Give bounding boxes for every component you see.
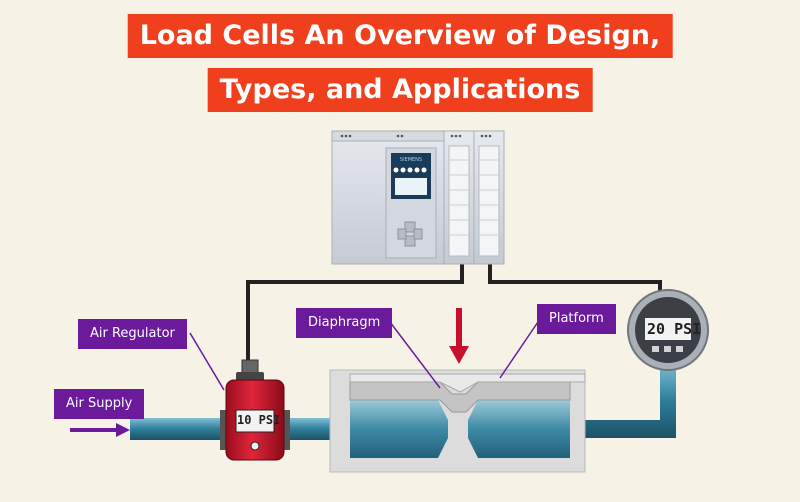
plc-dpad-icon (397, 221, 423, 247)
load-cell-chamber (329, 369, 586, 473)
gauge-display (645, 318, 691, 340)
air-supply-label: Air Supply (54, 389, 145, 419)
plc-brand-label: SIEMENS (400, 157, 422, 163)
gauge-pipe (570, 362, 676, 438)
air-supply-pipe (130, 418, 230, 440)
plc-controller: SIEMENS (331, 130, 505, 265)
regulator-outlet-pipe (285, 418, 335, 440)
cable-to-regulator (246, 262, 464, 372)
regulator-display (235, 409, 275, 433)
platform-label: Platform (537, 304, 616, 334)
regulator-display-text: 10 PSI (237, 413, 281, 427)
air-regulator-device (220, 359, 290, 461)
platform-shape (349, 373, 586, 393)
diaphragm-shape (349, 381, 571, 413)
leader-diaphragm (389, 321, 441, 389)
leader-air-regulator (189, 332, 225, 391)
diaphragm-label: Diaphragm (296, 308, 393, 338)
chamber-cavity (350, 400, 570, 458)
gauge-display-text: 20 PSI (647, 320, 702, 338)
air-regulator-label: Air Regulator (78, 319, 187, 349)
pressure-gauge (627, 289, 709, 371)
cable-to-gauge (488, 262, 662, 308)
title-line-2: Types, and Applications (207, 68, 593, 112)
title-line-1: Load Cells An Overview of Design, (127, 14, 673, 58)
air-supply-arrow-icon (70, 423, 130, 437)
force-arrow-icon (449, 308, 469, 364)
leader-platform (499, 318, 541, 379)
